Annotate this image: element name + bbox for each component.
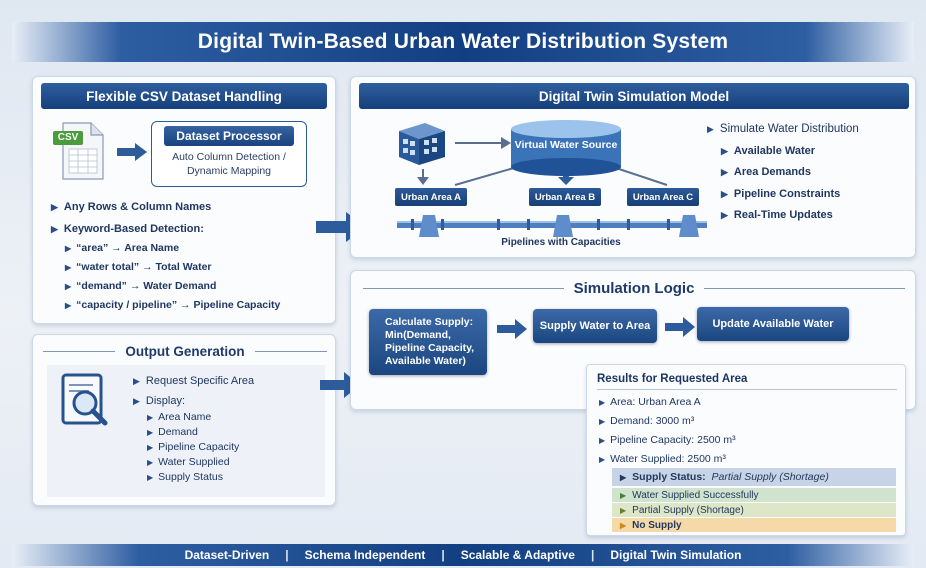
mapping-water-total: ▶“water total” → Total Water: [65, 261, 212, 273]
footer-item-dataset: Dataset-Driven: [184, 548, 270, 562]
dataset-processor-box: Dataset Processor Auto Column Detection …: [151, 121, 307, 187]
sim-item-available-water: ▶Available Water: [721, 145, 816, 157]
display-area-name: ▶Area Name: [147, 411, 212, 423]
arrow-right-icon: [117, 143, 147, 166]
result-row-supplied: ▶Water Supplied: 2500 m³: [599, 453, 726, 465]
footer-bar: Dataset-Driven | Schema Independent | Sc…: [12, 544, 914, 566]
display-supply-status: ▶Supply Status: [147, 471, 223, 483]
calculate-supply-box: Calculate Supply: Min(Demand, Pipeline C…: [369, 309, 487, 375]
footer-separator: |: [590, 548, 595, 562]
model-panel: Digital Twin Simulation Model: [350, 76, 916, 258]
arrow-right-icon: [497, 319, 527, 344]
urban-area-a-label: Urban Area A: [395, 188, 467, 206]
dataset-processor-title: Dataset Processor: [164, 126, 294, 146]
urban-area-c-label: Urban Area C: [627, 188, 699, 206]
footer-item-scalable: Scalable & Adaptive: [460, 548, 575, 562]
arrow-right-icon: [665, 317, 695, 342]
legend-success: ▶Water Supplied Successfully: [612, 488, 896, 502]
footer-separator: |: [285, 548, 289, 562]
dataset-processor-desc-2: Dynamic Mapping: [186, 165, 272, 177]
result-row-demand: ▶Demand: 3000 m³: [599, 415, 695, 427]
report-search-icon: [59, 373, 115, 434]
calc-line-3: Pipeline Capacity,: [385, 342, 475, 354]
building-icon: [395, 119, 449, 172]
sim-item-real-time: ▶Real-Time Updates: [721, 209, 833, 221]
mapping-demand: ▶“demand” → Water Demand: [65, 280, 217, 292]
footer-item-twin: Digital Twin Simulation: [610, 548, 742, 562]
display-pipeline-capacity: ▶Pipeline Capacity: [147, 441, 240, 453]
legend-no-supply: ▶No Supply: [612, 518, 896, 532]
water-source-label: Virtual Water Source: [514, 139, 618, 151]
display-water-supplied: ▶Water Supplied: [147, 456, 230, 468]
output-item-request: ▶Request Specific Area: [133, 375, 255, 387]
sim-title: ▶Simulate Water Distribution: [707, 123, 859, 135]
supply-status-row: ▶Supply Status: Partial Supply (Shortage…: [612, 468, 896, 486]
footer-item-schema: Schema Independent: [304, 548, 426, 562]
csv-panel-header: Flexible CSV Dataset Handling: [41, 83, 327, 109]
update-water-box: Update Available Water: [697, 307, 849, 341]
output-panel: Output Generation ▶Request Specific Area…: [32, 334, 336, 506]
result-row-capacity: ▶Pipeline Capacity: 2500 m³: [599, 434, 736, 446]
logic-panel-header: Simulation Logic: [363, 277, 905, 299]
output-panel-header: Output Generation: [43, 341, 327, 361]
sim-item-pipeline-constraints: ▶Pipeline Constraints: [721, 188, 841, 200]
footer-separator: |: [441, 548, 445, 562]
dataset-processor-desc-1: Auto Column Detection /: [172, 151, 286, 163]
results-divider: [597, 389, 897, 390]
csv-panel: Flexible CSV Dataset Handling CSV Datase…: [32, 76, 336, 324]
legend-partial: ▶Partial Supply (Shortage): [612, 503, 896, 517]
display-demand: ▶Demand: [147, 426, 198, 438]
csv-badge: CSV: [57, 132, 79, 143]
output-item-display: ▶Display:: [133, 395, 186, 407]
result-row-area: ▶Area: Urban Area A: [599, 396, 701, 408]
supply-status-value: Partial Supply (Shortage): [711, 471, 829, 483]
csv-bullet-rows: ▶Any Rows & Column Names: [51, 201, 212, 213]
urban-area-b-label: Urban Area B: [529, 188, 601, 206]
pipeline-label: Pipelines with Capacities: [501, 237, 621, 248]
page-title: Digital Twin-Based Urban Water Distribut…: [12, 22, 914, 62]
pipeline-icon: [397, 211, 707, 244]
model-panel-header: Digital Twin Simulation Model: [359, 83, 909, 109]
csv-bullet-keyword: ▶Keyword-Based Detection:: [51, 223, 204, 235]
supply-water-box: Supply Water to Area: [533, 309, 657, 343]
sim-item-area-demands: ▶Area Demands: [721, 166, 811, 178]
calc-line-2: Min(Demand,: [385, 329, 451, 341]
results-title: Results for Requested Area: [597, 373, 748, 385]
water-source-tank: Virtual Water Source: [509, 119, 623, 177]
mapping-area: ▶“area” → Area Name: [65, 242, 180, 254]
calc-line-1: Calculate Supply:: [385, 316, 474, 328]
calc-line-4: Available Water): [385, 355, 466, 367]
mapping-capacity: ▶“capacity / pipeline” → Pipeline Capaci…: [65, 299, 281, 311]
csv-file-icon: CSV: [53, 121, 109, 181]
